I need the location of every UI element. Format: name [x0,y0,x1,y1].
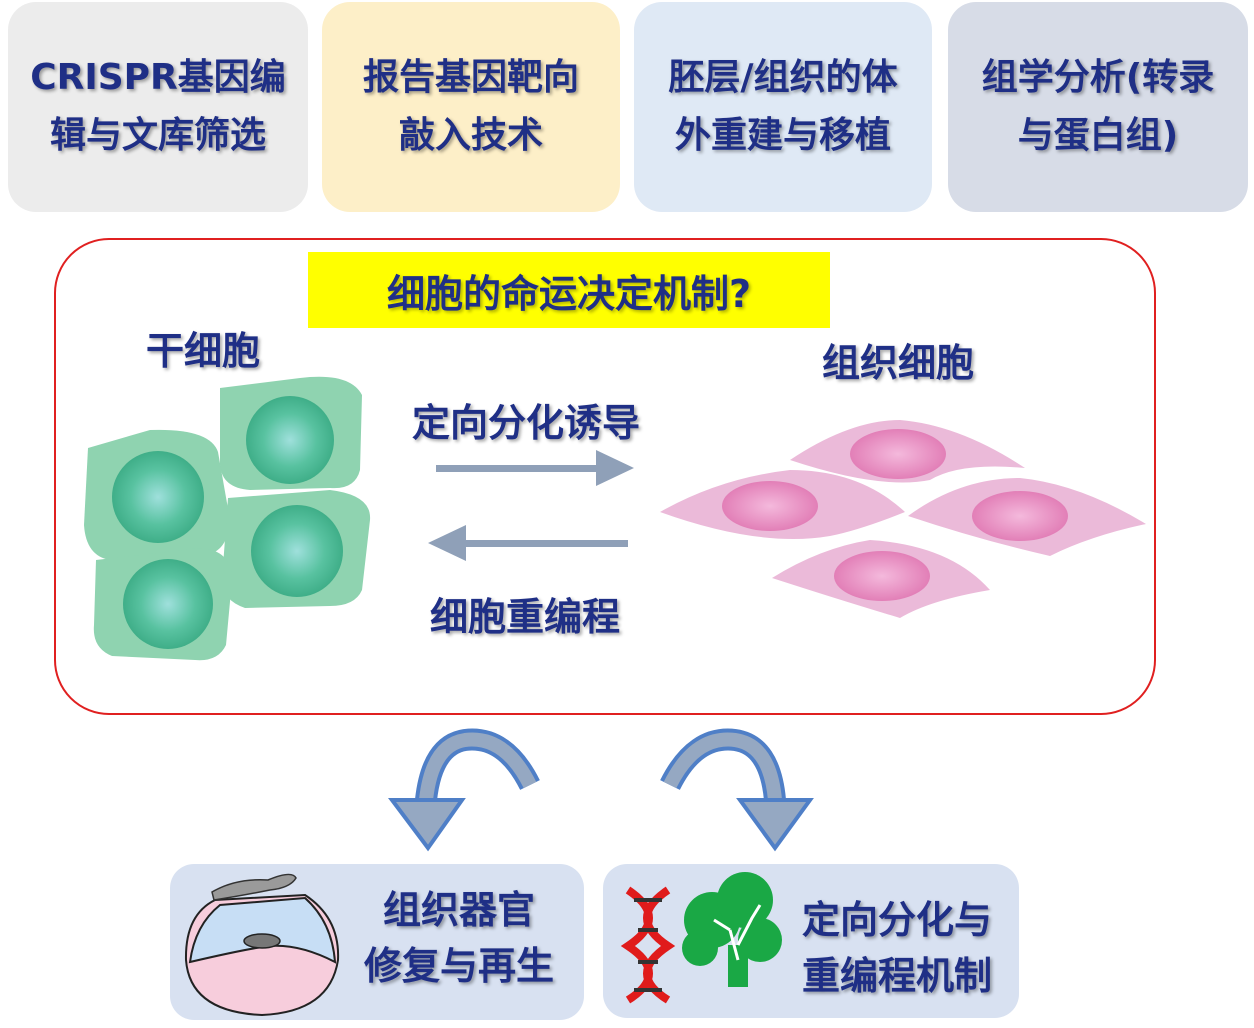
technique-line: 外重建与移植 [674,115,891,156]
tissue-cell-label: 组织细胞 [822,341,975,385]
technique-box-reconstruction: 胚层/组织的体 外重建与移植 [634,2,932,212]
organ-illustration-icon [184,873,340,1017]
stem-cell-label: 干细胞 [146,329,261,373]
curved-arrow-left-icon [388,728,540,852]
technique-line: 组学分析(转录 [981,57,1215,98]
outcome-text-regeneration: 组织器官 修复与再生 [352,882,566,994]
outcome-box-mechanism [603,864,1019,1018]
outcome-line: 修复与再生 [363,944,554,988]
technique-box-crispr: CRISPR基因编 辑与文库筛选 [8,2,308,212]
technique-line: 敲入技术 [398,115,543,156]
technique-line: 与蛋白组) [1017,115,1179,156]
outcome-line: 重编程机制 [801,954,992,998]
forward-arrow-label: 定向分化诱导 [412,401,641,445]
stem-cell-cluster-icon [84,376,371,661]
cell-fate-question: 细胞的命运决定机制? [308,252,830,328]
curved-arrow-right-icon [660,728,814,852]
outcome-line: 组织器官 [382,888,535,932]
technique-line: 胚层/组织的体 [668,57,898,98]
backward-arrow-label: 细胞重编程 [430,595,621,639]
tissue-cell-cluster-icon [660,420,1146,618]
technique-box-reporter: 报告基因靶向 敲入技术 [322,2,620,212]
forward-arrow-icon [436,450,634,486]
technique-box-omics: 组学分析(转录 与蛋白组) [948,2,1248,212]
backward-arrow-icon [428,525,628,561]
technique-line: 报告基因靶向 [362,57,579,98]
technique-line: 辑与文库筛选 [49,115,266,156]
tree-icon [682,872,782,987]
outcome-line: 定向分化与 [801,898,992,942]
outcome-text-mechanism: 定向分化与 重编程机制 [790,892,1004,1004]
dna-helix-icon [620,886,676,1004]
technique-line: CRISPR基因编 [30,57,286,98]
cell-fate-frame [54,238,1156,715]
